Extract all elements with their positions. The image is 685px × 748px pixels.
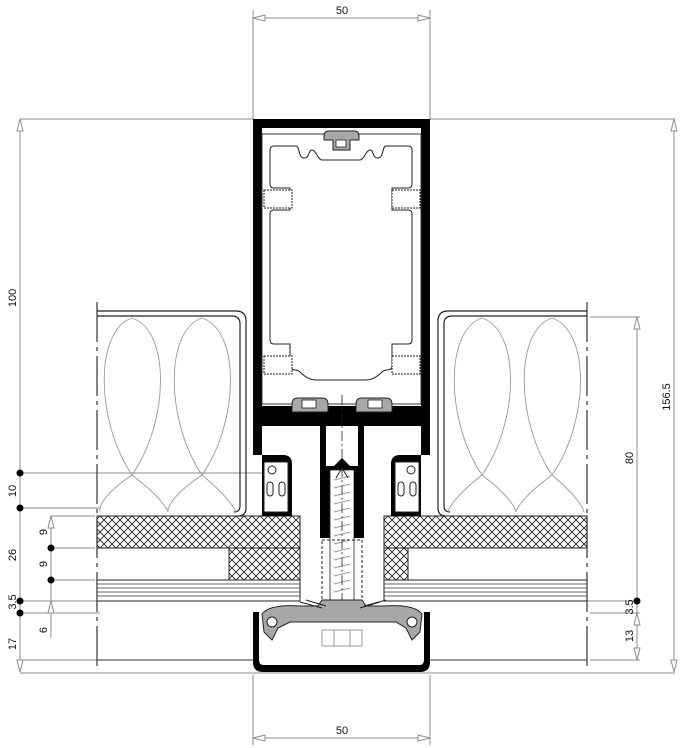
left-insulation-panel: [96, 302, 301, 668]
dim-9b-label: 9: [38, 561, 50, 567]
bottom-width-label: 50: [336, 725, 348, 737]
pressure-plate: [253, 599, 430, 672]
dim-right-3-5-label: 3.5: [624, 599, 636, 614]
bottom-width-dimension: 50: [252, 675, 431, 745]
left-dimension-chain: 100 10 26 9 9 3.5 6 17: [7, 118, 55, 673]
top-width-label: 50: [336, 5, 348, 17]
mullion-profile: [253, 119, 430, 415]
dim-156-5-label: 156.5: [661, 383, 673, 411]
dim-9a-label: 9: [38, 529, 50, 535]
dim-100-label: 100: [7, 289, 19, 307]
dim-3-5-label: 3.5: [7, 594, 19, 609]
right-insulation-panel: [383, 302, 588, 668]
dim-13-label: 13: [624, 630, 636, 642]
dim-6-label: 6: [38, 627, 50, 633]
dim-17-label: 17: [7, 638, 19, 650]
dim-80-label: 80: [624, 452, 636, 464]
top-width-dimension: 50: [252, 5, 431, 120]
dim-26-label: 26: [7, 549, 19, 561]
mullion-lower-section: [253, 395, 430, 620]
right-dimension-chain: 80 3.5 13 156.5: [624, 118, 678, 673]
dim-10-label: 10: [7, 485, 19, 497]
